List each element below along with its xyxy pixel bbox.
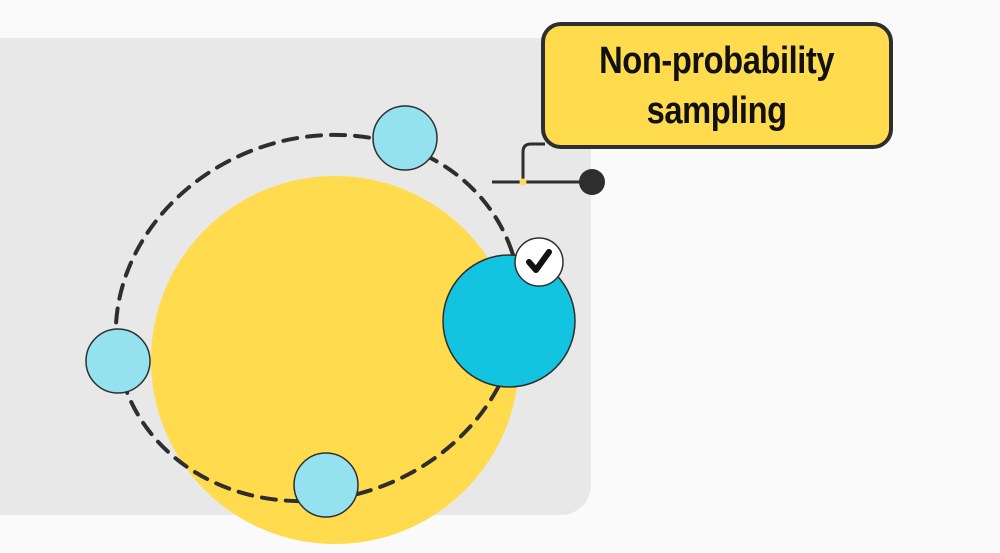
connector-end-dot [579, 169, 605, 195]
checkmark-icon [526, 249, 552, 273]
title-line-1: Non-probability [599, 39, 835, 82]
sample-selected [442, 254, 576, 388]
sample-bottom [293, 452, 359, 518]
connector-elbow [521, 142, 545, 182]
connector-joint-dot [519, 178, 527, 186]
sample-left [85, 328, 151, 394]
title-line-2: sampling [646, 89, 787, 132]
title-callout: Non-probability sampling [541, 22, 893, 149]
population-circle [151, 176, 519, 544]
sample-top [372, 105, 438, 171]
